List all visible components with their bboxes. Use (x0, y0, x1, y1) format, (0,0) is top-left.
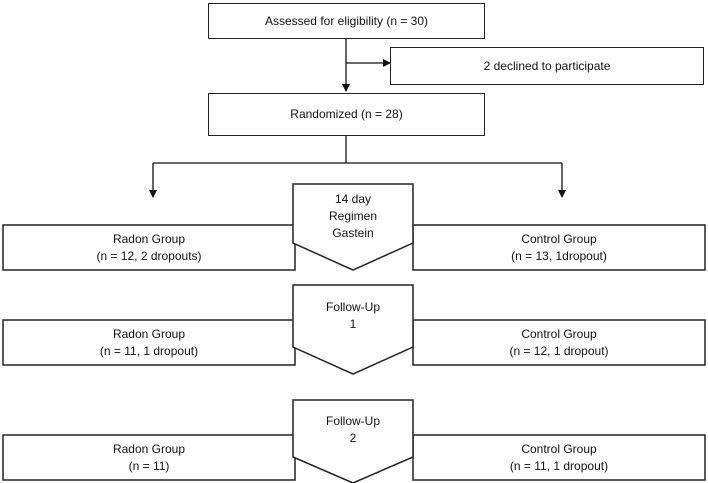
control-group-1-title: Control Group (521, 231, 597, 246)
eligibility-box: Assessed for eligibility (n = 30) (208, 3, 485, 39)
control-group-box-2 (412, 319, 706, 366)
control-group-3-count: (n = 11, 1 dropout) (509, 458, 609, 473)
control-group-2-count: (n = 12, 1 dropout) (509, 343, 609, 358)
control-group-1: Control Group (n = 13, 1dropout) (413, 225, 705, 270)
control-group-box-3 (412, 434, 706, 481)
stage-1-label: 14 day Regimen Gastein (293, 191, 413, 242)
control-group-1-count: (n = 13, 1dropout) (511, 248, 607, 263)
radon-group-1-count: (n = 12, 2 dropouts) (96, 248, 202, 263)
control-group-2-title: Control Group (521, 326, 597, 341)
stage-chevron-2 (292, 284, 414, 375)
stage-3-label-line-2: 2 (349, 431, 357, 445)
radon-group-2: Radon Group (n = 11, 1 dropout) (3, 320, 295, 365)
declined-text: 2 declined to participate (483, 58, 611, 73)
eligibility-text: Assessed for eligibility (n = 30) (264, 13, 429, 28)
radon-group-box-1 (2, 224, 296, 271)
stage-2-label-line-2: 1 (349, 317, 357, 331)
radon-group-1: Radon Group (n = 12, 2 dropouts) (3, 225, 295, 270)
radon-group-2-count: (n = 11, 1 dropout) (99, 343, 199, 358)
control-group-2: Control Group (n = 12, 1 dropout) (413, 320, 705, 365)
stage-3-label: Follow-Up 2 (293, 413, 413, 447)
stage-2-label: Follow-Up 1 (293, 299, 413, 333)
radon-group-1-title: Radon Group (112, 231, 186, 246)
radon-group-2-title: Radon Group (112, 326, 186, 341)
control-group-3-title: Control Group (521, 441, 597, 456)
stage-1-label-line-2: Regimen (328, 209, 378, 223)
radon-group-3: Radon Group (n = 11) (3, 435, 295, 480)
stage-2-label-line-1: Follow-Up (325, 300, 380, 314)
randomized-text: Randomized (n = 28) (290, 107, 403, 121)
radon-group-3-title: Radon Group (112, 441, 186, 456)
control-group-3: Control Group (n = 11, 1 dropout) (413, 435, 705, 480)
stage-3-label-line-1: Follow-Up (325, 414, 380, 428)
radon-group-box-3 (2, 434, 296, 481)
stage-chevron-3 (292, 399, 414, 483)
declined-box: 2 declined to participate (390, 47, 704, 85)
stage-chevron-1 (292, 183, 414, 271)
randomized-box: Randomized (n = 28) (208, 93, 485, 136)
radon-group-3-count: (n = 11) (128, 458, 170, 473)
stage-1-label-line-3: Gastein (332, 226, 374, 240)
control-group-box-1 (412, 224, 706, 271)
stage-1-label-line-1: 14 day (334, 192, 372, 206)
